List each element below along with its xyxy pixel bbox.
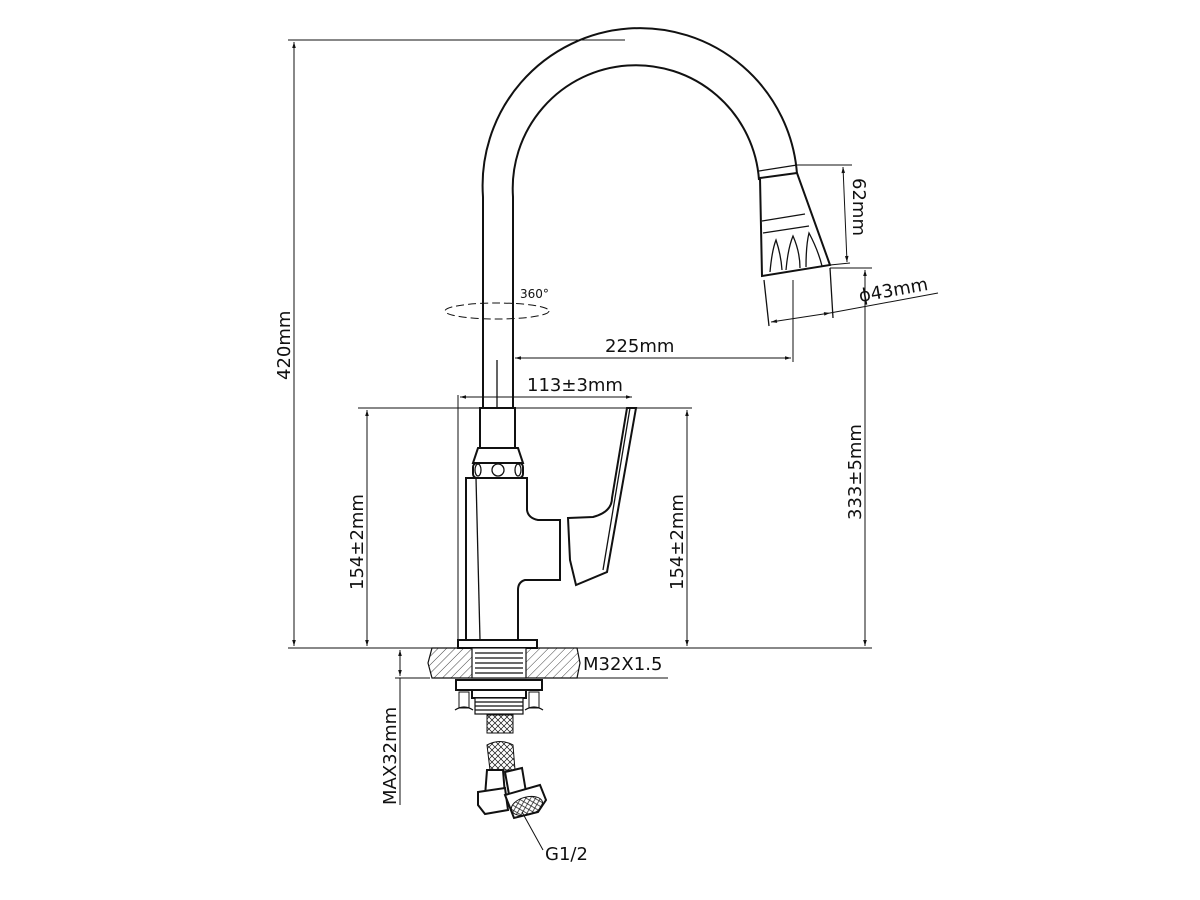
extension-lines (288, 39, 872, 649)
nozzle-diameter-label: ϕ43mm (857, 274, 929, 307)
rotation-indicator: 360° (444, 287, 550, 320)
spout-height-label: 333±5mm (845, 424, 866, 520)
body-height-right-label: 154±2mm (667, 494, 688, 590)
nozzle-length-label: 62mm (848, 178, 869, 236)
dimension-lines: 420mm 154±2mm 154±2mm 333±5mm 113±3mm 22… (274, 42, 939, 805)
connection-label: G1/2 (545, 844, 588, 865)
max-counter-label: MAX32mm (380, 707, 401, 805)
base-width-label: 113±3mm (527, 375, 623, 396)
body-height-left-label: 154±2mm (347, 494, 368, 590)
spout (481, 27, 798, 408)
reach-label: 225mm (605, 336, 674, 357)
mounting-assembly: M32X1.5 G1/2 (395, 647, 668, 865)
thread-label: M32X1.5 (583, 654, 662, 675)
faucet-body (457, 407, 638, 649)
total-height-label: 420mm (274, 311, 295, 380)
nozzle (758, 171, 834, 327)
rotation-label: 360° (520, 287, 549, 301)
